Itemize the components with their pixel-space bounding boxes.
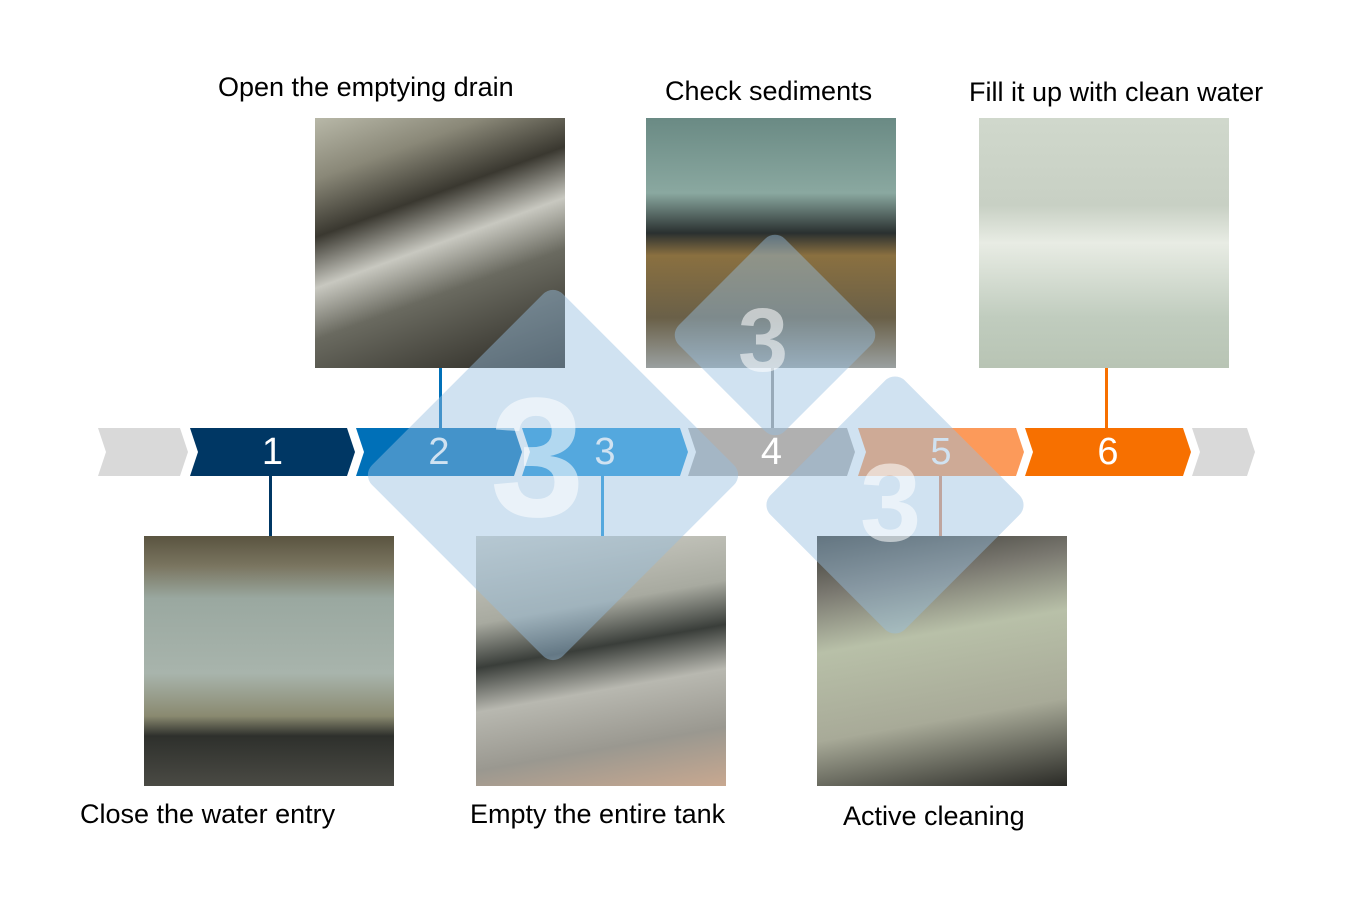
step-4-connector xyxy=(771,368,774,428)
step-1-photo xyxy=(144,536,394,786)
step-5-label: Active cleaning xyxy=(843,801,1025,831)
step-2-photo xyxy=(315,118,565,368)
step-2-connector xyxy=(439,368,442,428)
step-4-chevron: 4 xyxy=(688,428,855,476)
step-4-photo xyxy=(646,118,896,368)
step-1-label: Close the water entry xyxy=(80,799,336,829)
step-6-photo xyxy=(979,118,1229,368)
step-5-connector xyxy=(939,476,942,536)
step-3-connector xyxy=(601,476,604,536)
step-5-chevron: 5 xyxy=(858,428,1024,476)
timeline-start-chevron xyxy=(98,428,188,476)
step-2-chevron: 2 xyxy=(356,428,522,476)
step-6-chevron: 6 xyxy=(1025,428,1191,476)
step-2-label: Open the emptying drain xyxy=(218,72,514,102)
step-4-label: Check sediments xyxy=(665,76,873,106)
step-3-label: Empty the entire tank xyxy=(470,799,726,829)
step-1-connector xyxy=(269,476,272,536)
step-3-photo xyxy=(476,536,726,786)
timeline-end-chevron xyxy=(1192,428,1255,476)
step-6-label: Fill it up with clean water xyxy=(969,77,1264,107)
step-6-connector xyxy=(1105,368,1108,428)
step-3-chevron: 3 xyxy=(522,428,688,476)
step-5-photo xyxy=(817,536,1067,786)
step-1-chevron: 1 xyxy=(190,428,355,476)
